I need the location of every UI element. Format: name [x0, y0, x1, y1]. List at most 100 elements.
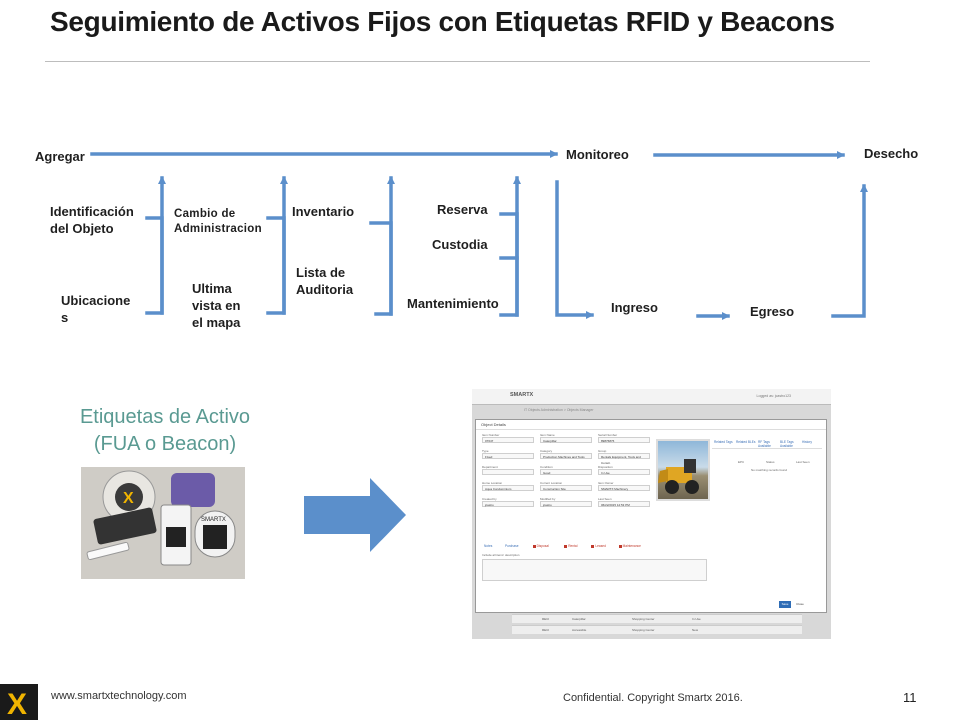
tab-maintenance[interactable]: Maintenance: [622, 544, 641, 548]
related-tab[interactable]: BLE Tags Available: [780, 440, 794, 448]
asset-tags-photo: X SMARTX: [81, 467, 245, 579]
bracket-3: [369, 221, 393, 316]
label-ubicaciones-line1: Ubicacione: [61, 293, 131, 308]
label-ultima-line2: vista en: [192, 298, 241, 313]
field-label: Group: [598, 449, 607, 453]
page-number: 11: [903, 690, 917, 705]
bracket-2: [266, 216, 286, 315]
tab-checkbox[interactable]: [591, 545, 595, 548]
field-input[interactable]: Production Machines and Tools: [540, 453, 592, 459]
title-divider: [45, 61, 870, 62]
footer-confidential: Confidential. Copyright Smartx 2016.: [563, 692, 743, 704]
field-input[interactable]: Caterpillar: [540, 437, 592, 443]
label-lista-auditoria: Lista de Auditoria: [296, 264, 353, 298]
table-cell: RECI: [542, 628, 550, 632]
table-cell: RECI: [542, 617, 550, 621]
footer-url[interactable]: www.smartxtechnology.com: [51, 690, 187, 702]
field-label: Department: [482, 465, 498, 469]
field-input[interactable]: In Use: [598, 469, 650, 475]
bracket-1: [145, 216, 164, 315]
label-identificacion-line2: del Objeto: [50, 221, 114, 236]
label-reserva: Reserva: [437, 202, 488, 217]
footer-logo-text: X: [7, 688, 27, 720]
tab-disposal[interactable]: Disposal: [536, 544, 549, 548]
related-column-header: Status: [766, 460, 775, 464]
label-egreso: Egreso: [750, 304, 795, 319]
table-cell: Shopping Center: [632, 617, 655, 621]
field-input[interactable]: jcastro: [482, 501, 534, 507]
label-ultima-line1: Ultima: [192, 281, 232, 296]
label-ultima-line3: el mapa: [192, 315, 241, 330]
related-tab[interactable]: Related Tags: [714, 440, 733, 444]
app-screenshot: SMARTX Logged as: jcastro123 IT Objects …: [472, 389, 831, 639]
label-identificacion: Identificación del Objeto: [50, 203, 134, 237]
footer-logo: X: [0, 684, 38, 721]
smartx-logo-icon: X: [0, 684, 38, 721]
tab-leased[interactable]: Leased: [595, 544, 606, 548]
label-lista-line1: Lista de: [296, 265, 346, 280]
loader-image: [658, 459, 699, 494]
screenshot-breadcrumb: IT Objects Administration > Objects Mana…: [524, 408, 594, 412]
field-label: Category: [540, 449, 553, 453]
label-desecho: Desecho: [864, 146, 919, 161]
tag-logo-text: X: [123, 490, 134, 507]
label-ubicaciones-line2: s: [61, 310, 69, 325]
label-inventario: Inventario: [292, 204, 355, 219]
label-lista-line2: Auditoria: [296, 282, 354, 297]
close-button[interactable]: Close: [796, 602, 804, 606]
table-cell: In Use: [692, 617, 701, 621]
arrow-egreso-desecho: [831, 184, 868, 318]
dialog-title: Object Details: [476, 420, 826, 430]
field-input[interactable]: Rentals Equipment, Tools and Constr.: [598, 453, 650, 465]
screenshot-logo: SMARTX: [510, 392, 534, 398]
field-label: Modified by: [540, 497, 556, 501]
page-title: Seguimiento de Activos Fijos con Etiquet…: [50, 6, 835, 37]
label-cambio-line2: Administracion: [174, 223, 262, 235]
field-input[interactable]: 89876876: [598, 437, 650, 443]
tab-notes[interactable]: Notes: [484, 544, 493, 548]
field-label: Disposition: [598, 465, 613, 469]
field-input[interactable]: Good: [540, 469, 592, 475]
field-label: Serial Number: [598, 433, 618, 437]
tags-title: Etiquetas de Activo (FUA o Beacon): [40, 404, 290, 458]
field-input[interactable]: jcastro: [540, 501, 592, 507]
label-ubicaciones: Ubicacione s: [61, 292, 130, 326]
label-agregar: Agregar: [35, 149, 85, 164]
label-ingreso: Ingreso: [611, 300, 658, 315]
tab-purchase[interactable]: Purchase: [505, 544, 519, 548]
field-input[interactable]: 06/22/2015 12:53 PM: [598, 501, 650, 507]
field-input[interactable]: Construction Site: [540, 485, 592, 491]
label-cambio-line1: Cambio de: [174, 208, 236, 220]
related-column-header: Last Seen: [796, 460, 810, 464]
tags-illustration: X SMARTX: [81, 467, 245, 579]
field-label: Type: [482, 449, 489, 453]
right-panel-divider: [712, 448, 822, 449]
field-label: Last Seen: [598, 497, 612, 501]
tab-checkbox[interactable]: [564, 545, 568, 548]
table-cell: New: [692, 628, 699, 632]
field-input[interactable]: Fixed: [482, 453, 534, 459]
notes-textarea[interactable]: [482, 559, 707, 581]
label-monitoreo: Monitoreo: [566, 147, 629, 162]
related-tab[interactable]: History: [802, 440, 812, 444]
related-tab[interactable]: Related BLEs: [736, 440, 756, 444]
tab-rental[interactable]: Rental: [568, 544, 578, 548]
related-tab[interactable]: RF Tags Available: [758, 440, 771, 448]
tab-checkbox[interactable]: [532, 545, 536, 548]
table-cell: Shopping Center: [632, 628, 655, 632]
field-label: Condition: [540, 465, 553, 469]
field-input[interactable]: [482, 469, 534, 475]
field-input[interactable]: Aqua Condominium: [482, 485, 534, 491]
screenshot-user: Logged as: jcastro123: [756, 394, 791, 398]
screenshot-topbar: SMARTX Logged as: jcastro123: [472, 389, 831, 405]
label-ultima-vista: Ultima vista en el mapa: [192, 280, 240, 331]
related-empty-text: No matching records found: [751, 468, 788, 472]
tab-checkbox[interactable]: [618, 545, 622, 548]
tag-brand-text: SMARTX: [201, 517, 226, 523]
field-input[interactable]: 07647: [482, 437, 534, 443]
save-button[interactable]: Save: [779, 601, 791, 608]
label-identificacion-line1: Identificación: [50, 204, 134, 219]
field-input[interactable]: SMARTX Machinery: [598, 485, 650, 491]
